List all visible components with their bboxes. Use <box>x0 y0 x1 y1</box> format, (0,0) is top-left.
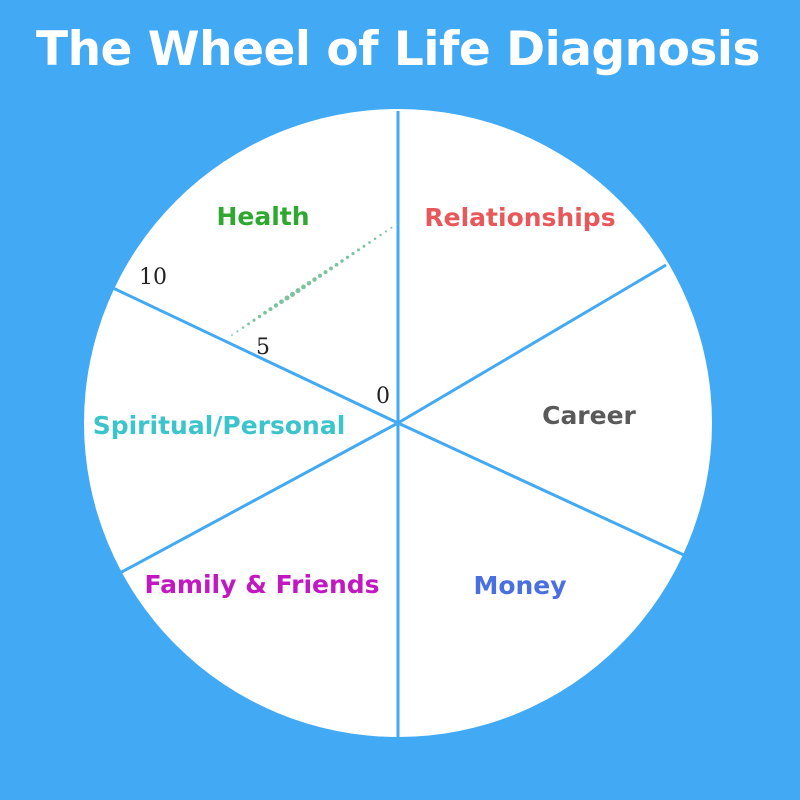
dotted-line-dot <box>340 259 344 263</box>
segment-label-career: Career <box>542 401 636 430</box>
health-score-dotted-line <box>231 223 398 336</box>
dotted-line-dot <box>379 233 382 237</box>
dotted-line-dot <box>306 280 312 286</box>
dotted-line-dot <box>351 252 355 256</box>
dotted-line-dot <box>295 288 301 294</box>
dotted-line-dot <box>317 273 323 278</box>
dotted-line-dot <box>356 248 361 252</box>
dotted-line-dot <box>329 266 333 271</box>
dotted-line-dot <box>373 237 377 241</box>
dotted-line-dot <box>247 322 250 326</box>
dotted-line-dot <box>334 262 339 267</box>
dotted-line-dot <box>390 226 393 229</box>
divider-line-upper-left <box>112 286 399 425</box>
dotted-line-dot <box>263 310 267 315</box>
dotted-line-dot <box>268 307 273 312</box>
dotted-line-dot <box>241 326 245 329</box>
divider-line-upper-right <box>397 263 667 425</box>
dotted-line-dot <box>236 330 239 333</box>
dotted-line-dot <box>362 244 366 248</box>
dotted-line-dot <box>231 334 233 336</box>
dotted-line-dot <box>289 291 296 297</box>
dotted-line-dot <box>301 284 306 290</box>
dotted-line-dot <box>284 295 290 301</box>
segment-label-relationships: Relationships <box>424 203 615 232</box>
segment-label-family-friends: Family & Friends <box>144 570 379 599</box>
scale-label-zero: 0 <box>376 384 390 409</box>
dotted-line-dot <box>312 277 317 282</box>
dotted-line-dot <box>257 314 262 319</box>
dotted-line-dot <box>252 318 256 322</box>
dotted-line-dot <box>384 230 388 233</box>
wheel-dividers <box>112 111 687 739</box>
divider-line-lower-left <box>117 421 399 576</box>
dotted-line-dot <box>279 299 284 305</box>
segment-label-health: Health <box>216 202 309 231</box>
page-title: The Wheel of Life Diagnosis <box>36 22 760 77</box>
dotted-line-dot <box>368 241 371 244</box>
divider-line-lower-right <box>397 421 687 558</box>
segment-label-spiritual-personal: Spiritual/Personal <box>93 411 346 440</box>
dotted-line-dot <box>396 223 398 225</box>
scale-label-five: 5 <box>256 335 270 360</box>
scale-label-ten: 10 <box>139 265 167 290</box>
dotted-line-dot <box>323 270 328 275</box>
segment-label-money: Money <box>473 571 566 600</box>
dotted-line-dot <box>273 303 279 308</box>
dotted-line-dot <box>345 255 350 259</box>
